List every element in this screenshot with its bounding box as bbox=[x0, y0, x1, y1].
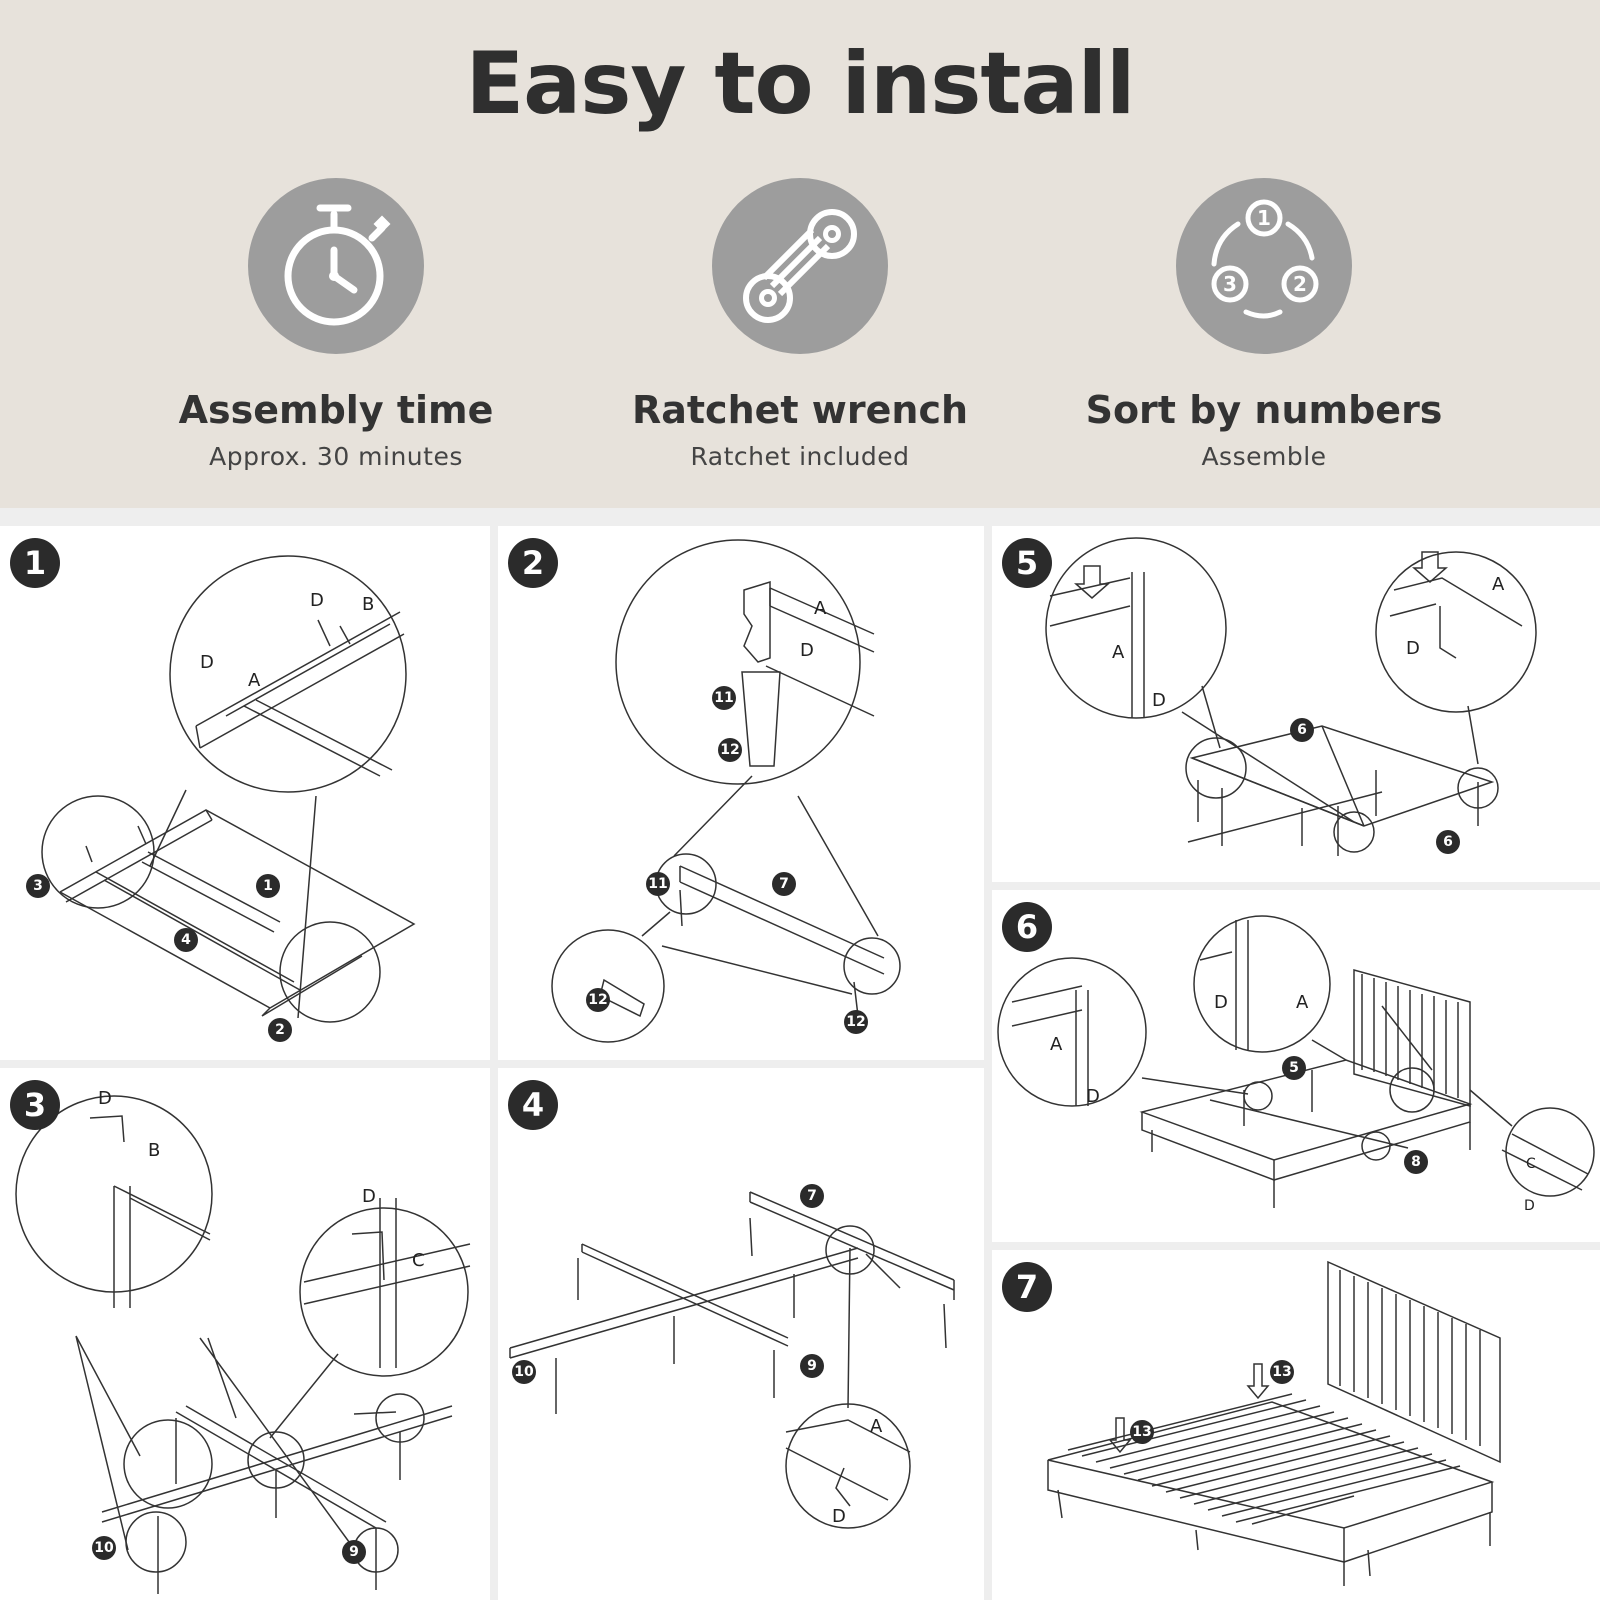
hardware-label: A bbox=[1050, 1034, 1063, 1055]
part-number: 1 bbox=[256, 874, 280, 898]
cycle-number: 3 bbox=[1223, 272, 1237, 296]
hardware-label: A bbox=[248, 670, 261, 691]
hardware-label: D bbox=[1086, 1086, 1100, 1107]
part-number: 10 bbox=[92, 1536, 116, 1560]
part-number: 12 bbox=[718, 738, 742, 762]
page-title: Easy to install bbox=[465, 34, 1135, 134]
hardware-label: D bbox=[832, 1506, 846, 1527]
feature-assembly-time: Assembly time Approx. 30 minutes bbox=[126, 178, 546, 471]
hardware-label: D bbox=[1152, 690, 1166, 711]
step-number: 3 bbox=[10, 1080, 60, 1130]
hardware-label: A bbox=[814, 598, 827, 619]
step-panel-5: 5 A D A D 6 6 bbox=[992, 526, 1600, 882]
step-2-diagram bbox=[551, 539, 901, 1043]
step-number: 2 bbox=[508, 538, 558, 588]
part-number: 13 bbox=[1270, 1360, 1294, 1384]
step-number: 1 bbox=[10, 538, 60, 588]
step-panel-2: 2 A D 11 12 7 11 12 12 bbox=[498, 526, 984, 1060]
step-number: 7 bbox=[1002, 1262, 1052, 1312]
step-panel-3: 3 D B D C 10 9 bbox=[0, 1068, 490, 1600]
feature-title: Sort by numbers bbox=[1085, 388, 1443, 432]
feature-subtitle: Assemble bbox=[1201, 442, 1327, 471]
hardware-label: D bbox=[800, 640, 814, 661]
part-number: 8 bbox=[1404, 1150, 1428, 1174]
hardware-label: B bbox=[148, 1140, 161, 1161]
hardware-label: B bbox=[362, 594, 375, 615]
part-number: 4 bbox=[174, 928, 198, 952]
part-number: 6 bbox=[1290, 718, 1314, 742]
hardware-label: A bbox=[870, 1416, 883, 1437]
stopwatch-icon bbox=[248, 178, 424, 354]
cycle-number: 2 bbox=[1293, 272, 1307, 296]
part-number: 9 bbox=[342, 1540, 366, 1564]
part-number: 2 bbox=[268, 1018, 292, 1042]
part-number: 11 bbox=[712, 686, 736, 710]
part-number: 11 bbox=[646, 872, 670, 896]
part-number: 7 bbox=[772, 872, 796, 896]
hardware-label: D bbox=[1406, 638, 1420, 659]
step-6-diagram bbox=[997, 915, 1595, 1208]
step-panel-4: 4 A D 7 10 9 bbox=[498, 1068, 984, 1600]
step-panel-1: 1 D B D A 3 1 4 2 bbox=[0, 526, 490, 1060]
part-number: 12 bbox=[844, 1010, 868, 1034]
step-number: 6 bbox=[1002, 902, 1052, 952]
hardware-label: D bbox=[200, 652, 214, 673]
hardware-label: C bbox=[1526, 1156, 1536, 1172]
part-number: 3 bbox=[26, 874, 50, 898]
step-1-diagram bbox=[41, 555, 416, 1023]
cycle-number: 1 bbox=[1257, 206, 1271, 230]
step-number: 5 bbox=[1002, 538, 1052, 588]
hardware-label: D bbox=[98, 1088, 112, 1109]
hardware-label: C bbox=[412, 1250, 425, 1271]
hardware-label: D bbox=[310, 590, 324, 611]
step-4-diagram bbox=[509, 1191, 955, 1529]
part-number: 12 bbox=[586, 988, 610, 1012]
part-number: 6 bbox=[1436, 830, 1460, 854]
wrench-icon bbox=[712, 178, 888, 354]
hardware-label: A bbox=[1296, 992, 1309, 1013]
step-5-diagram bbox=[1045, 537, 1537, 856]
step-3-diagram bbox=[15, 1095, 471, 1594]
step-panel-7: 7 13 13 bbox=[992, 1250, 1600, 1600]
hardware-label: D bbox=[1214, 992, 1228, 1013]
feature-title: Ratchet wrench bbox=[631, 388, 969, 432]
hardware-label: A bbox=[1112, 642, 1125, 663]
step-7-diagram bbox=[1047, 1260, 1501, 1586]
part-number: 7 bbox=[800, 1184, 824, 1208]
header-banner: Easy to install Assembly time Approx. 30… bbox=[0, 0, 1600, 508]
step-panel-6: 6 A D D A C D 5 8 bbox=[992, 890, 1600, 1242]
part-number: 10 bbox=[512, 1360, 536, 1384]
part-number: 5 bbox=[1282, 1056, 1306, 1080]
feature-subtitle: Ratchet included bbox=[690, 442, 910, 471]
part-number: 9 bbox=[800, 1354, 824, 1378]
hardware-label: D bbox=[362, 1186, 376, 1207]
part-number: 13 bbox=[1130, 1420, 1154, 1444]
feature-ratchet-wrench: Ratchet wrench Ratchet included bbox=[590, 178, 1010, 471]
hardware-label: D bbox=[1524, 1198, 1535, 1214]
feature-sort-by-numbers: 1 2 3 Sort by numbers Assemble bbox=[1054, 178, 1474, 471]
step-number: 4 bbox=[508, 1080, 558, 1130]
feature-subtitle: Approx. 30 minutes bbox=[209, 442, 463, 471]
feature-title: Assembly time bbox=[178, 388, 494, 432]
hardware-label: A bbox=[1492, 574, 1505, 595]
numbered-cycle-icon: 1 2 3 bbox=[1176, 178, 1352, 354]
